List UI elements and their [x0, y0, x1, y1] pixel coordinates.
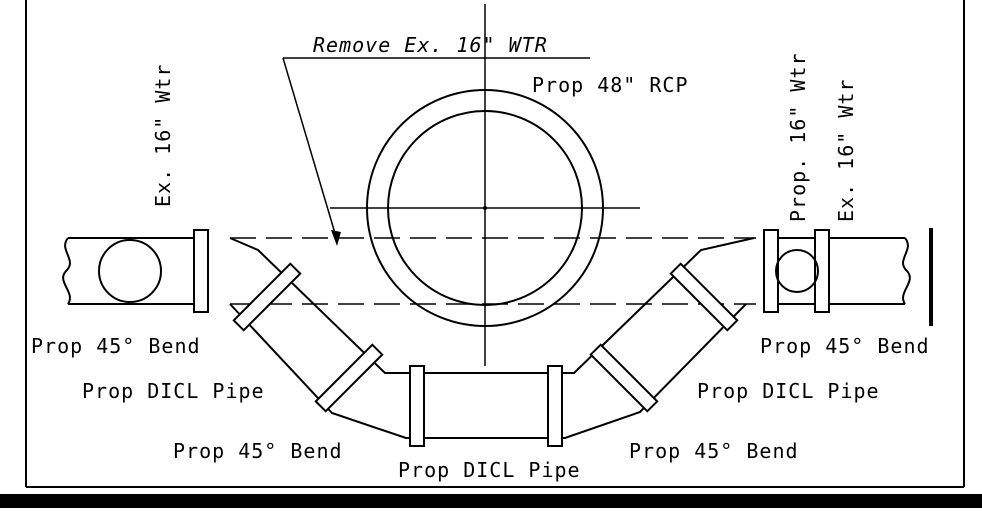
flange-lower-right [589, 343, 659, 413]
valve-icon [775, 249, 819, 293]
proposed-water-line [193, 229, 830, 447]
ex-wtr-right-label: Ex. 16" Wtr [834, 79, 858, 222]
rcp-pipe-section [330, 4, 640, 366]
remove-note-label: Remove Ex. 16" WTR [313, 33, 548, 57]
pipe-right-label: Prop DICL Pipe [697, 379, 880, 403]
flange-upper-right [669, 262, 739, 332]
prop-rcp-label: Prop 48" RCP [532, 73, 689, 97]
flange-left-bend [193, 229, 209, 313]
removal-leader [282, 57, 590, 246]
flange-tie-in-right [814, 229, 830, 313]
flange-upper-left [232, 262, 302, 332]
ex-wtr-left-label: Ex. 16" Wtr [151, 64, 175, 207]
flange-lower-left [314, 343, 384, 413]
flange-bottom-left [409, 365, 425, 447]
bend-upper-left-label: Prop 45° Bend [31, 334, 201, 358]
bend-upper-right-label: Prop 45° Bend [760, 334, 930, 358]
flange-bottom-right [547, 365, 563, 447]
prop-wtr-right-label: Prop. 16" Wtr [786, 52, 810, 222]
bend-lower-left-label: Prop 45° Bend [173, 439, 343, 463]
pipe-bottom-label: Prop DICL Pipe [398, 458, 581, 482]
flange-tie-in-left [763, 229, 779, 313]
pipe-left-label: Prop DICL Pipe [82, 379, 265, 403]
bend-lower-right-label: Prop 45° Bend [629, 439, 799, 463]
